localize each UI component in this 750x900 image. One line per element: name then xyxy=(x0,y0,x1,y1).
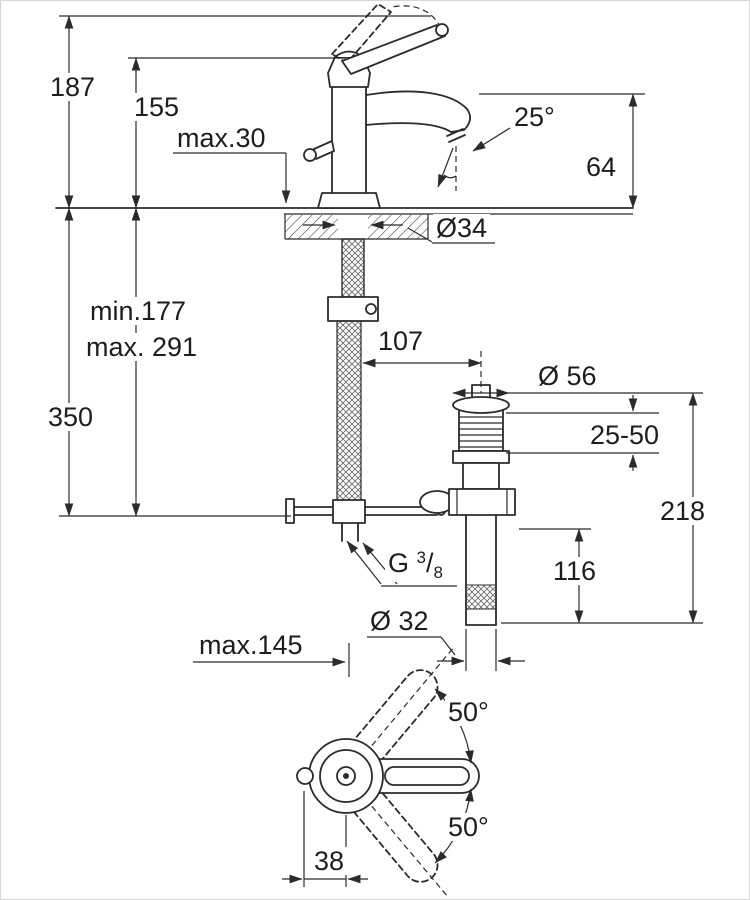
dim-187-label: 187 xyxy=(47,73,99,101)
dim-d34-label: Ø34 xyxy=(433,214,491,242)
supply-hoses xyxy=(327,238,379,510)
lever-handle xyxy=(341,24,446,75)
dim-38-label: 38 xyxy=(311,847,348,875)
dim-d56-label: Ø 56 xyxy=(535,362,600,390)
faucet-front-view xyxy=(303,3,511,209)
lever-rotated-up-dashed xyxy=(339,669,439,781)
dim-116-label: 116 xyxy=(550,557,600,585)
lever-rotated-down-dashed xyxy=(339,771,439,883)
thread-prefix: G xyxy=(388,548,410,578)
dim-max30-label: max.30 xyxy=(174,124,269,152)
side-knob xyxy=(313,140,335,160)
dim-min177-label: min.177 xyxy=(87,297,190,325)
dim-350-label: 350 xyxy=(45,403,97,431)
thread-denominator: 8 xyxy=(433,563,443,582)
dim-218-label: 218 xyxy=(657,497,709,525)
dim-64-label: 64 xyxy=(583,153,620,181)
thread-size-label: G 3/8 xyxy=(385,549,446,582)
dim-max291-label: max. 291 xyxy=(83,333,201,361)
thread-numerator: 3 xyxy=(416,548,426,567)
dim-107-label: 107 xyxy=(375,327,427,355)
handle-top-view xyxy=(296,646,480,898)
dim-50deg-top-label: 50° xyxy=(445,698,492,726)
dim-25deg-label: 25° xyxy=(511,103,558,131)
countertop-section xyxy=(55,207,634,240)
dim-155-label: 155 xyxy=(131,93,183,121)
dim-max145-label: max.145 xyxy=(196,631,306,659)
dim-25-50-label: 25-50 xyxy=(587,421,663,449)
drain-assembly xyxy=(419,384,516,626)
lever-raised-dashed xyxy=(331,3,392,64)
thread-slash: / xyxy=(426,548,434,578)
dim-50deg-bottom-label: 50° xyxy=(445,813,492,841)
dimension-annotations xyxy=(59,15,703,887)
dim-d32-label: Ø 32 xyxy=(367,607,432,635)
spout xyxy=(365,90,468,110)
